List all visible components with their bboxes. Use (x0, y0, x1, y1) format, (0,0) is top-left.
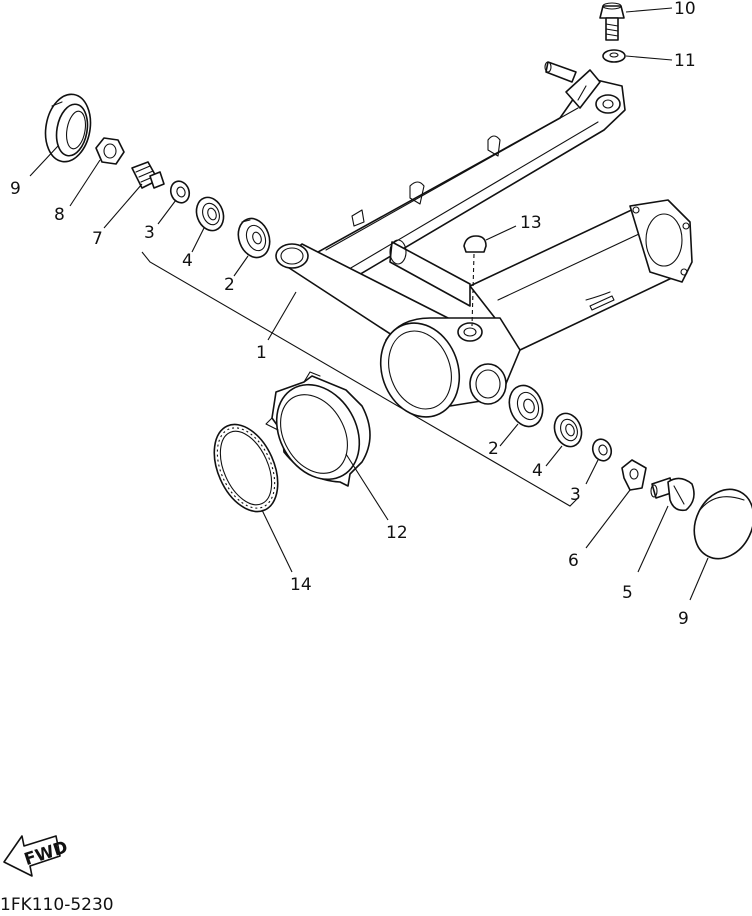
callout-numbers: 10 11 13 9 8 7 3 4 2 1 12 14 2 4 3 6 5 9 (10, 0, 696, 629)
nut (95, 137, 125, 165)
gasket-ring (213, 423, 279, 513)
callout-2-right: 2 (488, 439, 499, 459)
bearing-left (237, 217, 271, 259)
washer-left (169, 180, 191, 204)
callout-2-left: 2 (224, 275, 235, 295)
bearing-right (508, 384, 544, 428)
callout-13: 13 (520, 213, 542, 233)
callout-3-right: 3 (570, 485, 581, 505)
callout-6: 6 (568, 551, 579, 571)
callout-9-left: 9 (10, 179, 21, 199)
callout-12: 12 (386, 523, 408, 543)
fwd-label: FWD (22, 837, 70, 870)
pivot-bolt-left (131, 161, 165, 189)
callout-8: 8 (54, 205, 65, 225)
bolt-top (599, 2, 625, 41)
callout-10: 10 (674, 0, 696, 19)
swingarm-part (275, 61, 693, 418)
callout-5: 5 (622, 583, 633, 603)
callout-3-left: 3 (144, 223, 155, 243)
callout-14: 14 (290, 575, 312, 595)
callout-4-right: 4 (532, 461, 543, 481)
dust-cover-left (44, 93, 92, 163)
cap-right (693, 488, 752, 560)
callout-1: 1 (256, 343, 267, 363)
fwd-arrow-icon: FWD (3, 835, 70, 877)
callout-9-right: 9 (678, 609, 689, 629)
lock-plate (621, 459, 647, 491)
callout-7: 7 (92, 229, 103, 249)
oil-seal-left (195, 196, 225, 232)
drawing-code: 1FK110-5230 (0, 895, 114, 912)
pivot-bolt-right (650, 477, 695, 512)
callout-4-left: 4 (182, 251, 193, 271)
oil-seal-right (553, 412, 583, 448)
washer-top (602, 49, 626, 63)
grease-nipple (463, 235, 487, 253)
leader-lines (29, 7, 709, 601)
dust-cover-ring (265, 371, 371, 487)
callout-11: 11 (674, 51, 696, 71)
washer-right (591, 438, 613, 462)
